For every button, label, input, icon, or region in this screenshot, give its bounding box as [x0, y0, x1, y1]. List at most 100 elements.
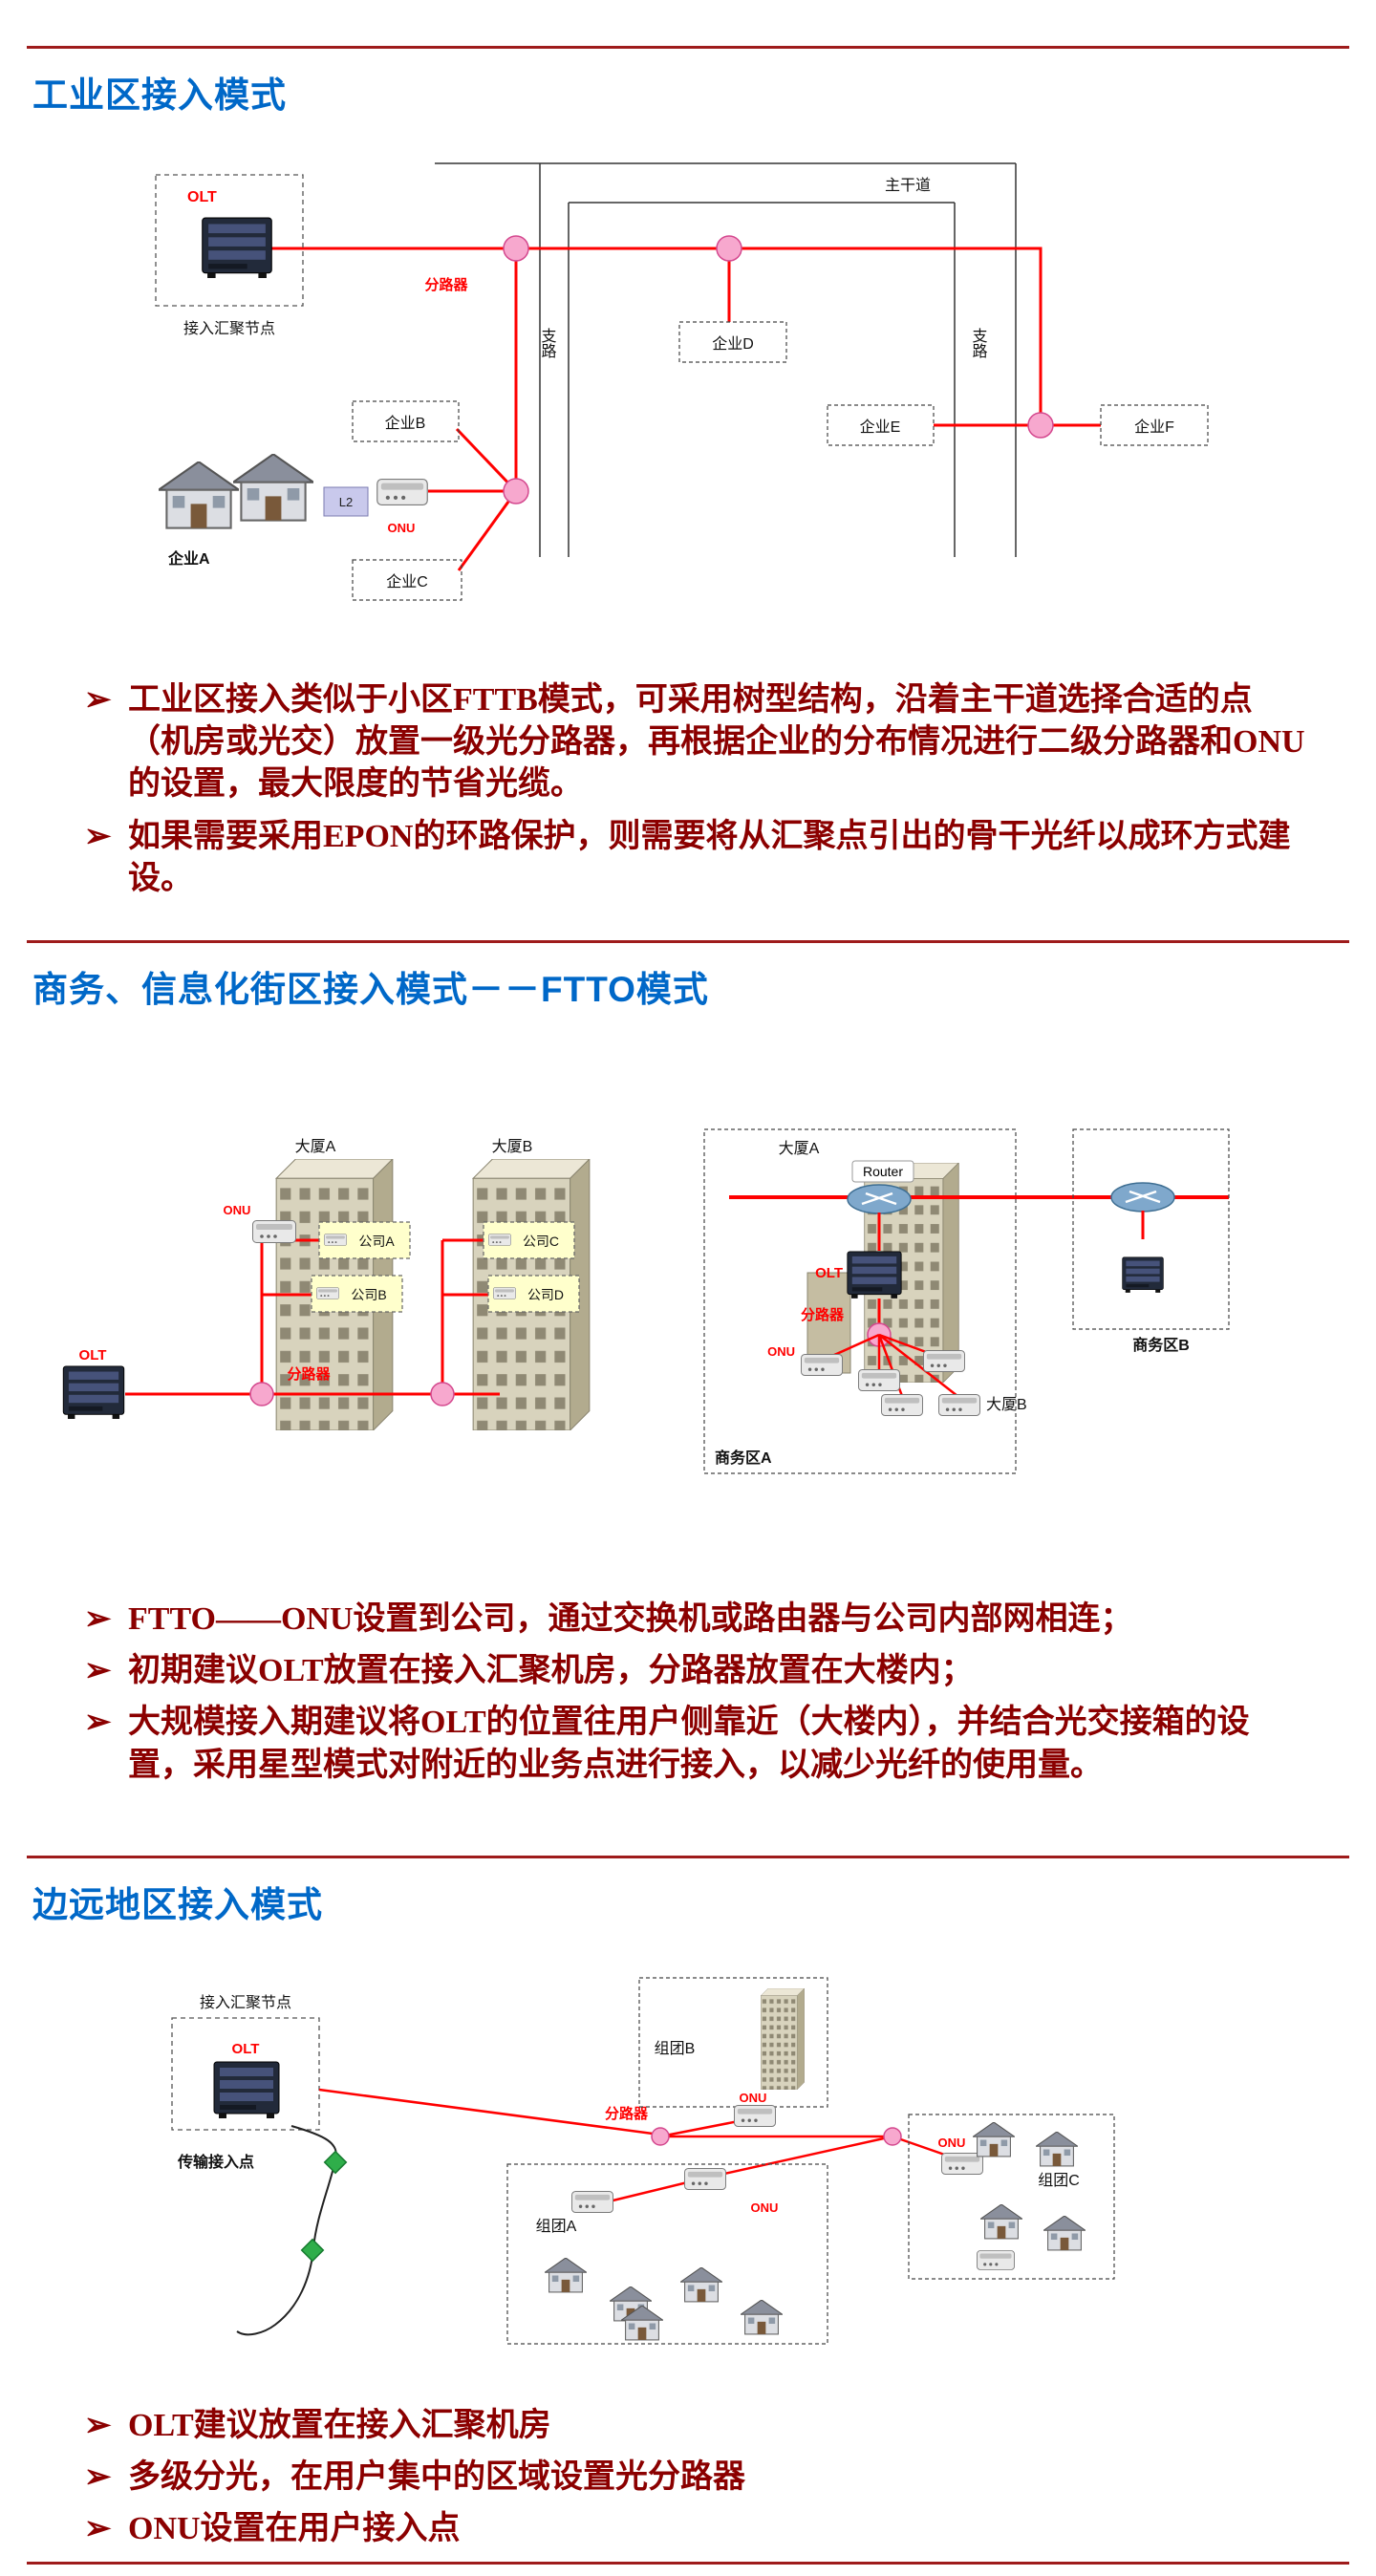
olt-label: OLT [79, 1347, 107, 1363]
onu-label: ONU [740, 2091, 767, 2105]
enterprise-e-label: 企业E [860, 419, 901, 436]
l2-switch: L2 [323, 486, 369, 517]
group-b-box: 组团B ONU [638, 1977, 828, 2127]
section-remote: 边远地区接入模式 接入汇聚节点 OLT 传输接入点 分路器 组团B ONU [0, 1876, 1376, 2551]
branch-road-label-right: 支路 [970, 328, 988, 358]
onu-device-icon [684, 2167, 726, 2190]
onu-label: ONU [751, 2200, 779, 2215]
bullet-text: 如果需要采用EPON的环路保护，则需要将从汇聚点引出的骨干光纤以成环方式建设。 [128, 818, 1291, 896]
bullet-marker: ➢ [84, 2511, 112, 2547]
aggregation-node-label: 接入汇聚节点 [183, 320, 275, 337]
bullet-marker: ➢ [84, 1600, 112, 1637]
building-icon [761, 1987, 805, 2090]
company-d-label: 公司D [527, 1287, 564, 1302]
bullet-item: ➢ 大规模接入期建议将OLT的位置往用户侧靠近（大楼内），并结合光交接箱的设置，… [84, 1702, 1309, 1786]
splitter-nodes [503, 235, 1054, 504]
splitter-label: 分路器 [605, 2105, 649, 2122]
bullet-text: OLT建议放置在接入汇聚机房 [128, 2407, 551, 2443]
onu-device-icon [376, 479, 428, 505]
section-industrial: 工业区接入模式 [0, 66, 1376, 900]
separator [27, 1855, 1349, 1858]
right-tower-a-label: 大厦A [779, 1140, 820, 1157]
bullet-item: ➢ FTTO――ONU设置到公司，通过交换机或路由器与公司内部网相连； [84, 1599, 1309, 1641]
onu-device-icon [881, 1393, 923, 1416]
bullet-item: ➢ 工业区接入类似于小区FTTB模式，可采用树型结构，沿着主干道选择合适的点（机… [84, 679, 1309, 806]
company-c-box: 公司C [483, 1221, 575, 1259]
road-lines [435, 162, 1017, 557]
enterprise-a: 企业A [159, 454, 313, 568]
company-a-box: 公司A [318, 1221, 411, 1259]
bullet-marker: ➢ [84, 2458, 112, 2495]
house-icon [980, 2203, 1022, 2240]
ftto-bullet-list: ➢ FTTO――ONU设置到公司，通过交换机或路由器与公司内部网相连； ➢ 初期… [0, 1599, 1376, 1787]
splitter-icon [883, 2126, 902, 2146]
remote-bullet-list: ➢ OLT建议放置在接入汇聚机房 ➢ 多级分光，在用户集中的区域设置光分路器 ➢… [0, 2405, 1376, 2551]
ftto-diagram: 大厦A 大厦B 分路器 OLT ONU 公司A 公司 [62, 1128, 1230, 1474]
bullet-text: FTTO――ONU设置到公司，通过交换机或路由器与公司内部网相连； [128, 1600, 1133, 1637]
biz-area-a-box [703, 1128, 1017, 1474]
onu-device-icon [571, 2190, 613, 2213]
olt-rack-icon [847, 1251, 902, 1299]
company-b-label: 公司B [351, 1287, 386, 1302]
splitter-icon [651, 2126, 670, 2146]
onu-device-icon [858, 1368, 900, 1391]
tower-a-label: 大厦A [295, 1138, 336, 1155]
onu-device-icon [493, 1287, 516, 1299]
bullet-item: ➢ 如果需要采用EPON的环路保护，则需要将从汇聚点引出的骨干光纤以成环方式建设… [84, 816, 1309, 900]
house-icon [1036, 2131, 1078, 2167]
company-a-label: 公司A [358, 1234, 395, 1249]
group-b-label: 组团B [655, 2040, 696, 2057]
enterprise-e-box: 企业E [827, 404, 935, 446]
house-icon [741, 2299, 783, 2335]
bullet-marker: ➢ [84, 2407, 112, 2443]
enterprise-b-label: 企业B [385, 415, 426, 432]
onu-label: ONU [388, 521, 416, 535]
splitter-icon [249, 1382, 274, 1406]
bullet-text: 多级分光，在用户集中的区域设置光分路器 [128, 2458, 745, 2495]
biz-area-b-label: 商务区B [1132, 1336, 1190, 1354]
onu-device-icon [734, 2104, 776, 2127]
tower-b-label: 大厦B [492, 1138, 533, 1155]
enterprise-a-label: 企业A [167, 549, 210, 568]
splitter-label: 分路器 [424, 276, 468, 293]
onu-device-icon [252, 1219, 296, 1243]
section-title-industrial: 工业区接入模式 [32, 75, 287, 115]
bullet-item: ➢ OLT建议放置在接入汇聚机房 [84, 2405, 1309, 2447]
company-c-label: 公司C [523, 1234, 559, 1249]
splitter-icon [716, 235, 742, 262]
router-badge [851, 1160, 914, 1183]
enterprise-f-box: 企业F [1100, 404, 1209, 446]
enterprise-c-label: 企业C [386, 573, 428, 590]
enterprise-b-box: 企业B [352, 400, 460, 442]
diamond-node-icon [323, 2150, 348, 2174]
right-tower-b-label: 大厦B [986, 1396, 1027, 1413]
top-separator [27, 46, 1349, 49]
house-icon [545, 2257, 587, 2293]
enterprise-d-label: 企业D [712, 335, 754, 353]
company-d-box: 公司D [487, 1275, 580, 1313]
onu-device-icon [488, 1234, 511, 1246]
remote-area-diagram: 接入汇聚节点 OLT 传输接入点 分路器 组团B ONU [171, 1977, 1115, 2345]
bullet-text: 大规模接入期建议将OLT的位置往用户侧靠近（大楼内），并结合光交接箱的设置，采用… [128, 1705, 1250, 1783]
onu-device-icon [316, 1287, 339, 1299]
right-splitter-label: 分路器 [801, 1306, 845, 1323]
house-icon [159, 462, 239, 529]
biz-area-b-box [1072, 1128, 1230, 1330]
aggregation-node-box [171, 2017, 320, 2131]
server-cabinet-icon [1122, 1256, 1164, 1294]
onu-device-icon [977, 2249, 1015, 2270]
section-ftto: 商务、信息化街区接入模式－－FTTO模式 大厦A 大厦B 分路器 OLT ONU [0, 960, 1376, 1787]
group-c-label: 组团C [1038, 2172, 1080, 2189]
bullet-text: 工业区接入类似于小区FTTB模式，可采用树型结构，沿着主干道选择合适的点（机房或… [128, 682, 1305, 803]
onu-device-icon [938, 1393, 980, 1416]
house-icon [1043, 2215, 1086, 2251]
onu-device-icon [923, 1349, 965, 1372]
house-icon [973, 2121, 1015, 2157]
enterprise-c-box: 企业C [352, 559, 462, 601]
bottom-separator [27, 2562, 1349, 2565]
branch-road-label-left: 支路 [539, 328, 557, 358]
olt-rack-icon [62, 1365, 125, 1419]
bullet-marker: ➢ [84, 682, 112, 718]
diamond-node-icon [300, 2238, 325, 2262]
biz-area-a-label: 商务区A [715, 1449, 772, 1467]
